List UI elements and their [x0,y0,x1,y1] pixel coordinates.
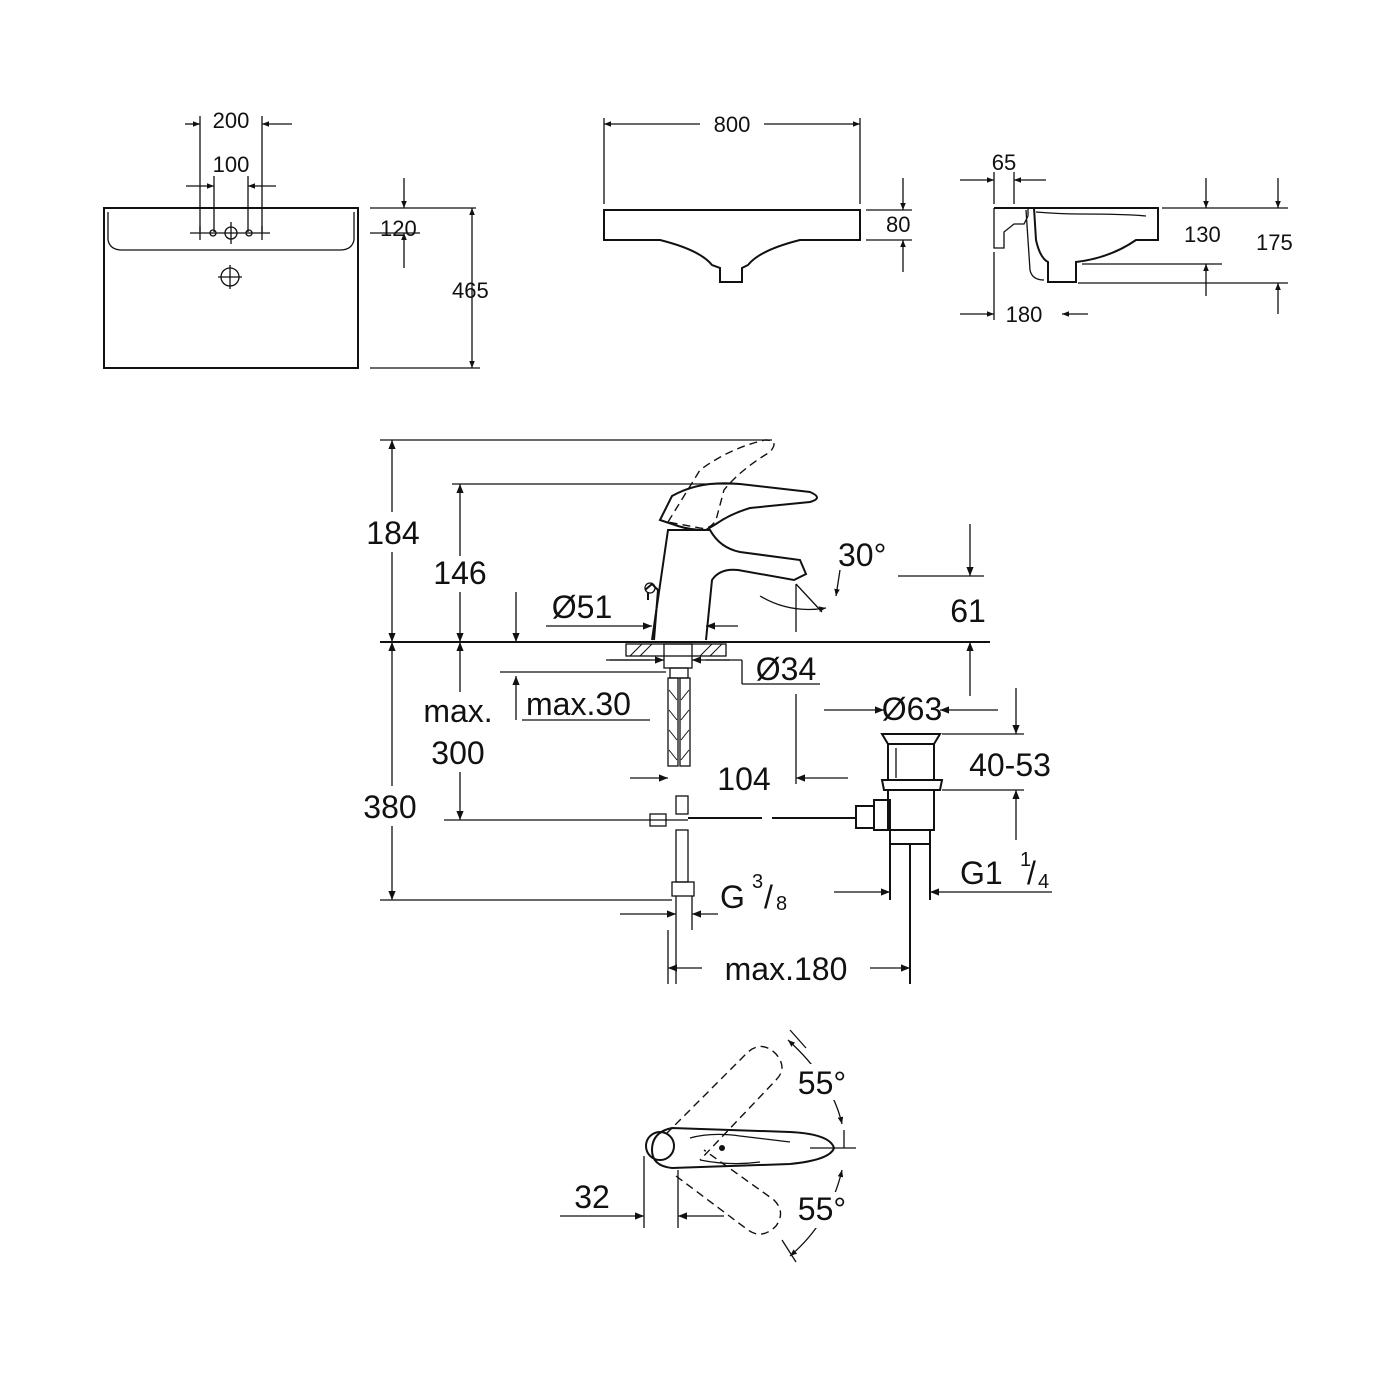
dim-380: 380 [363,789,416,825]
thread-g: G [720,879,745,915]
faucet-side-view: 184 146 30° 61 Ø51 Ø34 max.30 [356,439,1052,987]
handle-rotated-left [665,1045,783,1161]
dim-120: 120 [380,216,417,241]
dim-146: 146 [433,555,486,591]
dim-300: 300 [431,735,484,771]
dim-465: 465 [452,278,489,303]
max-30: max.30 [526,686,631,722]
raised-lever-outline [666,439,775,530]
handle-rotated-right [675,1149,782,1235]
supply-hoses [649,677,695,897]
dim-80: 80 [886,212,910,237]
drain-hole-icon [218,265,242,289]
dia-51: Ø51 [552,589,612,625]
lever-handle [658,482,818,532]
dim-32: 32 [574,1179,610,1215]
thread-g-den: 8 [776,893,787,915]
max-label: max. [423,693,492,729]
dim-104: 104 [717,761,770,797]
dim-40-53: 40-53 [969,747,1051,783]
mounting-base [610,643,730,679]
basin-inner-edge [107,212,355,251]
dia-63: Ø63 [882,691,942,727]
tap-holes [190,222,270,244]
dim-130: 130 [1184,222,1221,247]
dim-65: 65 [992,150,1016,175]
pop-up-waste [855,733,944,984]
svg-text:/: / [1027,855,1036,891]
faucet-top-body [650,1126,836,1170]
angle-30: 30° [838,537,886,573]
angle-55-bottom: 55° [798,1191,846,1227]
basin-outline [103,207,359,369]
max-180: max.180 [725,951,848,987]
dim-184: 184 [366,515,419,551]
thread-g1-den: 4 [1038,871,1049,893]
basin-front-outline [603,209,861,283]
dim-100: 100 [213,152,250,177]
faucet-body [651,529,808,641]
dia-34: Ø34 [756,651,816,687]
basin-side-outline [994,207,1159,283]
basin-front-view: 800 80 [603,112,912,283]
thread-g1-num: 1 [1020,849,1031,871]
thread-g-num: 3 [752,871,763,893]
angle-55-top: 55° [798,1065,846,1101]
dim-61: 61 [950,593,986,629]
dim-180: 180 [1006,302,1043,327]
thread-g1: G1 [960,855,1003,891]
dim-175: 175 [1256,230,1293,255]
faucet-top-view: 55° 55° 32 [560,1029,856,1263]
basin-top-view: 200 100 120 465 [103,108,489,369]
svg-text:/: / [764,879,773,915]
basin-side-view: 65 130 175 180 [960,150,1293,327]
dim-200: 200 [213,108,250,133]
dim-800: 800 [714,112,751,137]
